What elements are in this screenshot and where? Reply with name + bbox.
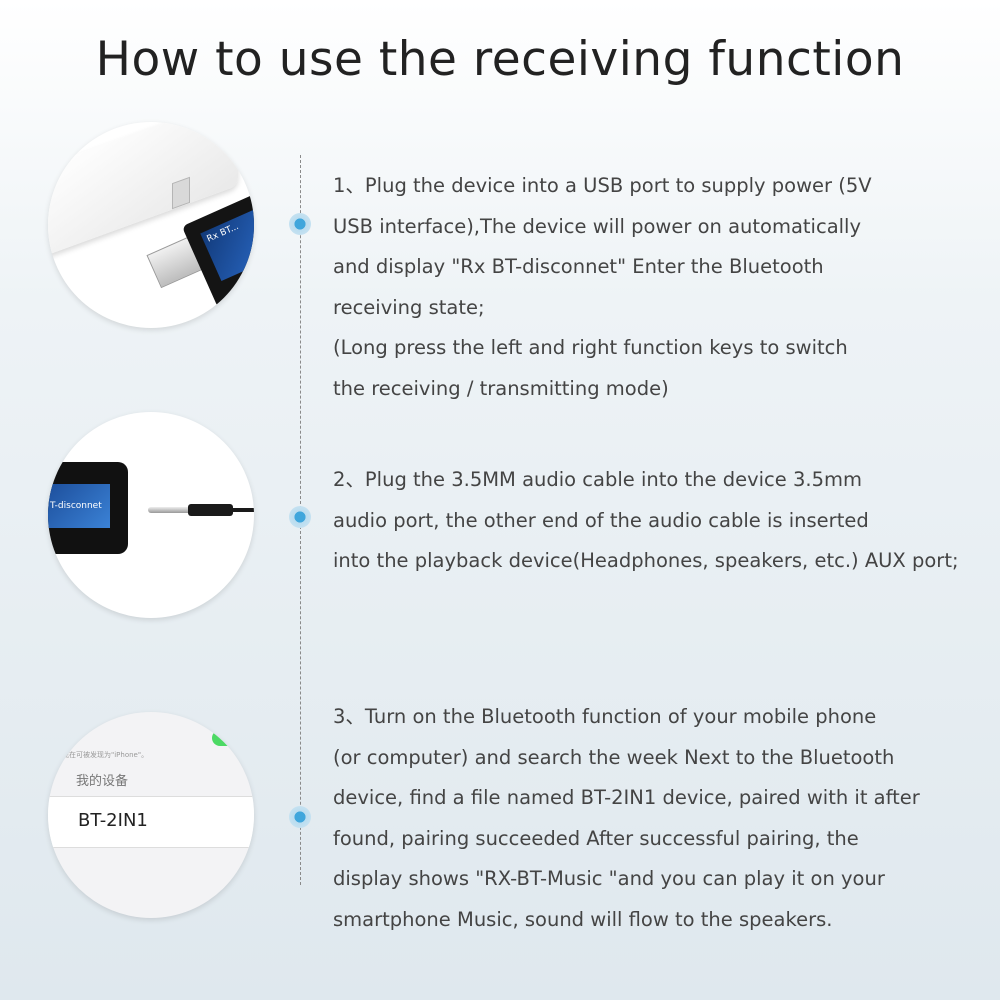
timeline-dot-icon (289, 806, 311, 828)
step-2-text: 2、Plug the 3.5MM audio cable into the de… (333, 468, 959, 572)
step-3-text: 3、Turn on the Bluetooth function of your… (333, 705, 920, 931)
phone-discoverable-note: 现在可被发现为"iPhone"。 (62, 751, 149, 759)
audio-jack-icon (148, 504, 254, 516)
bluetooth-toggle (212, 730, 238, 746)
phone-device-name: BT-2IN1 (78, 810, 148, 831)
dongle-screen: T-disconnet (48, 484, 110, 528)
phone-section-header: 我的设备 (76, 774, 129, 789)
phone-bluetooth-screenshot: 现在可被发现为"iPhone"。 我的设备 BT-2IN1 (48, 712, 254, 918)
step-1-text: 1、Plug the device into a USB port to sup… (333, 174, 872, 400)
usb-port (172, 176, 190, 210)
phone-device-row (48, 796, 254, 848)
timeline-dot-icon (289, 506, 311, 528)
page-title: How to use the receiving function (95, 32, 905, 87)
audio-cable-image: T-disconnet (48, 412, 254, 618)
bluetooth-dongle: T-disconnet (48, 462, 128, 554)
timeline-dot-icon (289, 213, 311, 235)
usb-dongle-image: Rx BT... (48, 122, 254, 328)
